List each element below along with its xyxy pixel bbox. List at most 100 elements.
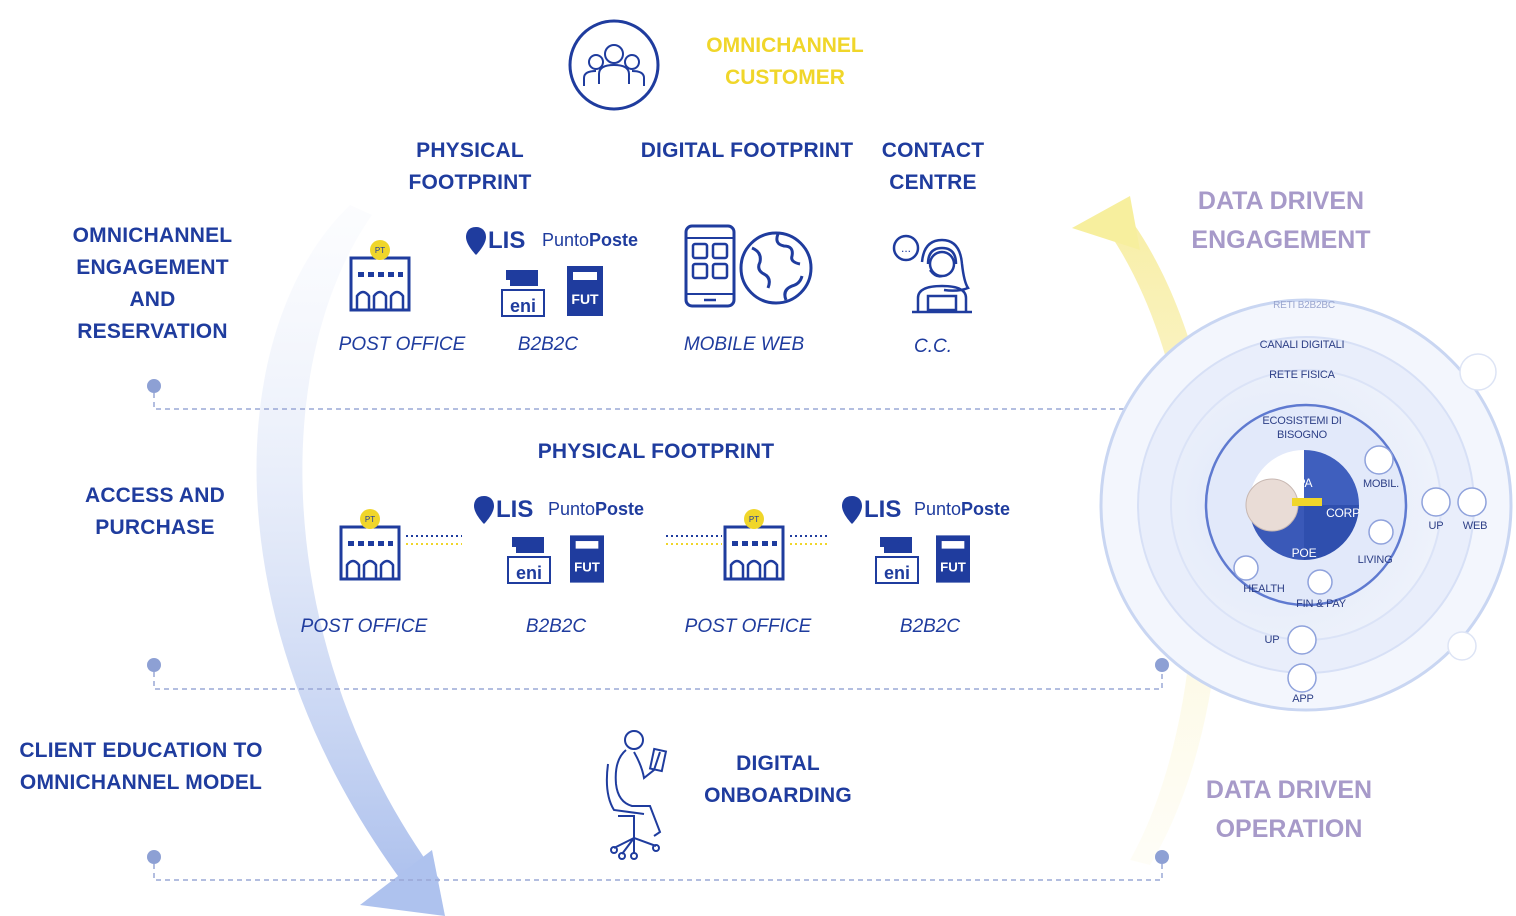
person-seated-tablet-icon <box>605 730 668 860</box>
row3-label-line: CLIENT EDUCATION TO <box>19 739 263 762</box>
eni-logo-icon: eni <box>875 537 919 584</box>
row1-caption-b2b2c: B2B2C <box>517 334 579 355</box>
fut-logo-icon: FUT <box>567 266 603 316</box>
post-office-icon: PT <box>723 509 785 581</box>
orbit-icon <box>1447 631 1477 661</box>
orbit-label-mobil: MOBIL. <box>1362 478 1400 490</box>
customer-group-icon <box>568 19 660 111</box>
row2-caption-post-office: POST OFFICE <box>684 616 812 637</box>
row2-caption-b2b2c: B2B2C <box>899 616 961 637</box>
pt-badge-text: PT <box>375 246 385 255</box>
separator-dot <box>1155 658 1169 672</box>
row1-label-line: AND <box>129 288 176 311</box>
ecosystem-diagram <box>1099 298 1513 712</box>
digital-onboarding-label: DIGITAL ONBOARDING <box>690 748 866 812</box>
operation-line1: DATA DRIVEN <box>1205 776 1373 804</box>
fut-text: FUT <box>571 291 599 307</box>
quadrant-poe: POE <box>1291 546 1317 560</box>
row1-caption-cc: C.C. <box>914 336 952 357</box>
row2-label: ACCESS AND PURCHASE <box>40 480 270 544</box>
engagement-line1: DATA DRIVEN <box>1197 187 1365 215</box>
top-title: OMNICHANNEL CUSTOMER <box>690 30 880 94</box>
orbit-label-app: APP <box>1292 693 1314 705</box>
orbit-icon <box>1368 519 1394 545</box>
orbit-label-health: HEALTH <box>1243 583 1285 595</box>
eni-logo-icon: eni <box>507 537 551 584</box>
quadrant-corp: CORP <box>1326 506 1360 520</box>
orbit-label-finpay: FIN & PAY <box>1296 598 1346 610</box>
globe-icon <box>739 231 813 305</box>
orbit-icon <box>1459 353 1497 391</box>
eni-text: eni <box>516 563 542 583</box>
post-office-icon: PT <box>339 509 401 581</box>
lis-pin-icon <box>466 227 486 255</box>
row1-caption-mobile-web: MOBILE WEB <box>683 334 805 355</box>
left-flow-arrowhead <box>360 850 445 916</box>
top-title-line2: CUSTOMER <box>725 66 845 89</box>
dotted-connector <box>666 535 722 545</box>
separator-dot <box>147 379 161 393</box>
left-flow-arc <box>256 205 440 905</box>
digital-onboarding-line1: DIGITAL <box>736 752 820 775</box>
pt-badge-text: PT <box>749 515 759 524</box>
mobile-phone-icon <box>684 224 736 308</box>
col-physical-line1: PHYSICAL <box>416 139 524 162</box>
col-physical-line2: FOOTPRINT <box>408 171 532 194</box>
poste-text: Poste <box>589 230 639 250</box>
ring-label-rete-fisica: RETE FISICA <box>1269 369 1335 381</box>
col-contact-line2: CENTRE <box>889 171 977 194</box>
orbit-icon <box>1287 663 1317 693</box>
engagement-line2: ENGAGEMENT <box>1191 226 1371 254</box>
fut-text: FUT <box>940 559 966 574</box>
fut-logo-icon: FUT <box>570 535 604 583</box>
post-office-icon: PT <box>349 240 411 312</box>
orbit-icon <box>1287 625 1317 655</box>
pt-badge-text: PT <box>365 515 375 524</box>
col-contact-line1: CONTACT <box>881 139 985 162</box>
core-title-line1: ECOSISTEMI DI <box>1262 415 1342 427</box>
top-title-line1: OMNICHANNEL <box>706 34 864 57</box>
row1-caption-post-office: POST OFFICE <box>338 334 466 355</box>
poste-text: Poste <box>595 499 645 519</box>
orbit-icon <box>1421 487 1451 517</box>
lis-pin-icon <box>842 496 862 524</box>
row2-label-line: PURCHASE <box>95 516 215 539</box>
lis-text: LIS <box>496 496 534 523</box>
row3-label: CLIENT EDUCATION TO OMNICHANNEL MODEL <box>0 735 282 799</box>
ring-label-canali: CANALI DIGITALI <box>1259 339 1345 351</box>
quadrant-pa: PA <box>1297 476 1313 490</box>
punto-poste-text: PuntoPoste <box>542 230 638 251</box>
orbit-label-living: LIVING <box>1357 554 1393 566</box>
svg-text:...: ... <box>901 241 911 255</box>
lis-text: LIS <box>488 227 526 254</box>
col-physical-header: PHYSICAL FOOTPRINT <box>390 135 550 199</box>
orbit-label-web: WEB <box>1462 520 1488 532</box>
separator-dot <box>147 658 161 672</box>
core-title-line2: BISOGNO <box>1277 429 1327 441</box>
lis-text: LIS <box>864 496 902 523</box>
dotted-connector <box>406 535 462 545</box>
orbit-icon <box>1457 487 1487 517</box>
data-driven-engagement: DATA DRIVEN ENGAGEMENT <box>1170 182 1392 260</box>
eni-text: eni <box>510 296 536 316</box>
fut-text: FUT <box>574 559 600 574</box>
eni-logo-icon: eni <box>501 270 545 317</box>
row1-label-line: ENGAGEMENT <box>76 256 229 279</box>
ring-label-reti: RETI B2B2BC <box>1273 300 1335 311</box>
right-flow-arrowhead <box>1072 196 1140 250</box>
core-title: ECOSISTEMI DI BISOGNO <box>1240 414 1364 442</box>
row2-caption-b2b2c: B2B2C <box>525 616 587 637</box>
punto-text: Punto <box>542 230 590 250</box>
orbit-icon <box>1307 569 1333 595</box>
row1-label-line: RESERVATION <box>77 320 228 343</box>
punto-text: Punto <box>548 499 596 519</box>
eni-text: eni <box>884 563 910 583</box>
separator-line <box>153 672 1163 690</box>
lis-pin-icon <box>474 496 494 524</box>
operation-line2: OPERATION <box>1215 815 1363 843</box>
orbit-label-up-2: UP <box>1264 634 1280 646</box>
row1-label-line: OMNICHANNEL <box>72 224 233 247</box>
punto-poste-text: PuntoPoste <box>548 499 644 520</box>
poste-text: Poste <box>961 499 1011 519</box>
col-contact-header: CONTACT CENTRE <box>868 135 998 199</box>
